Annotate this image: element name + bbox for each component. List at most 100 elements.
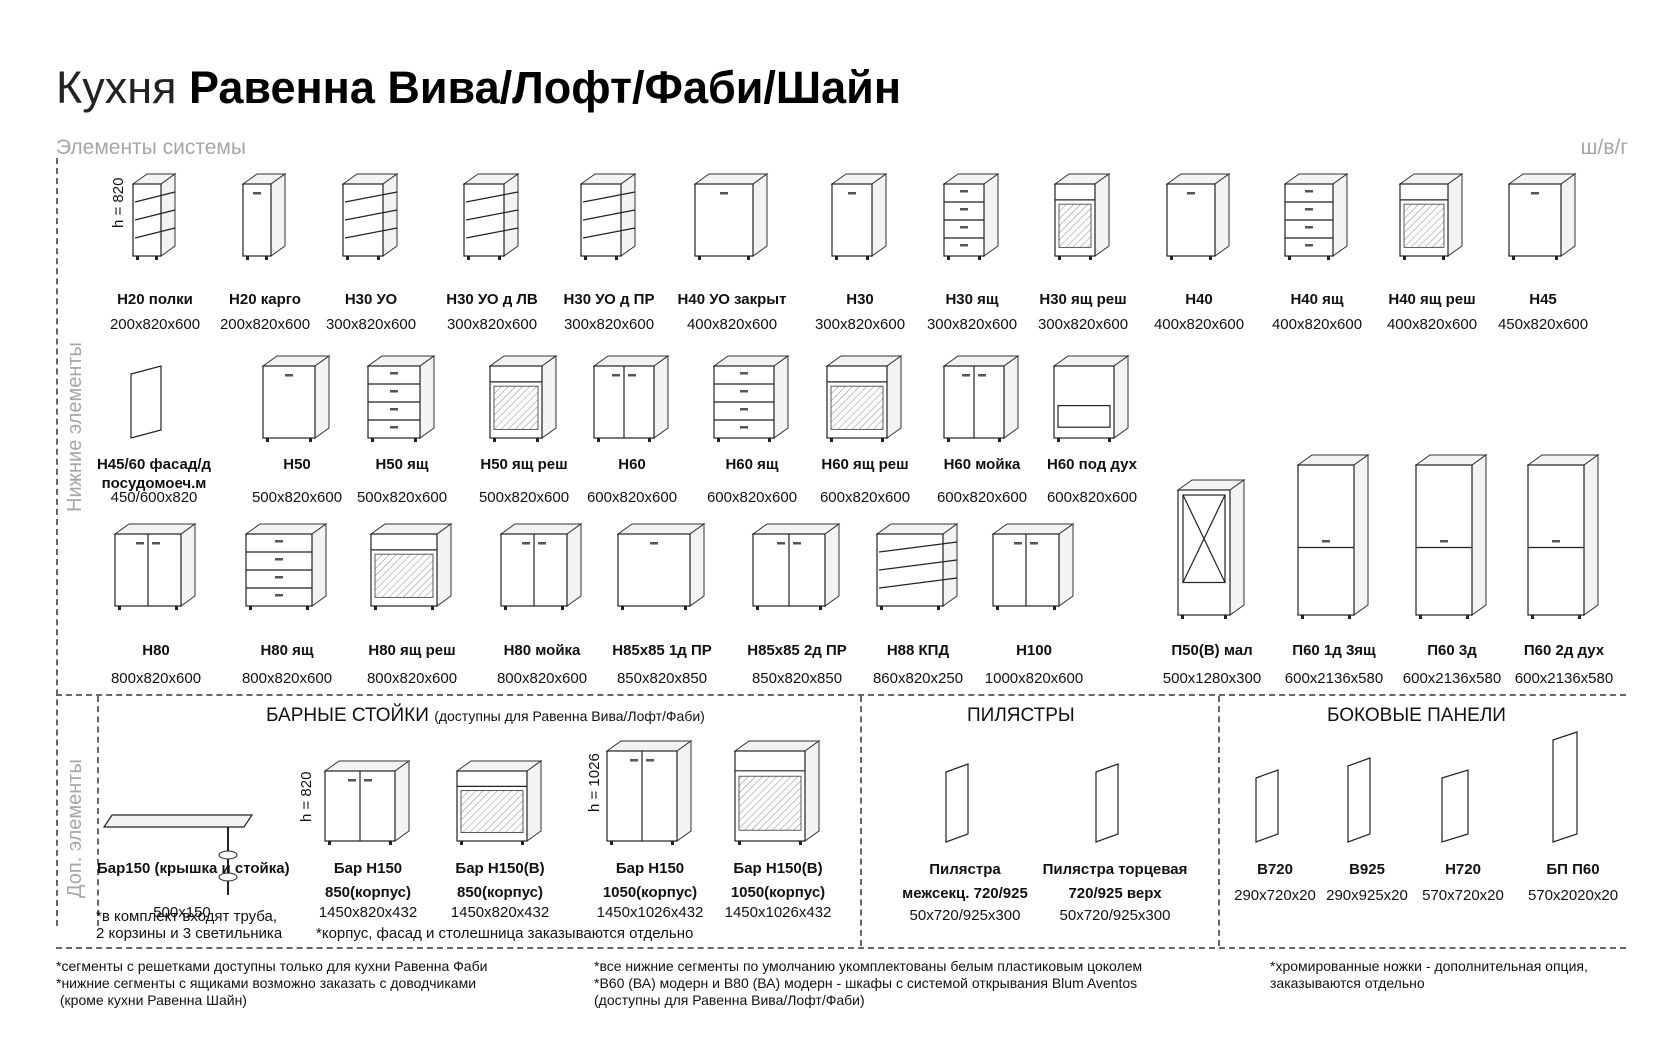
item-size: 300х820х600: [926, 316, 1018, 333]
item-size: 600х820х600: [1046, 489, 1138, 506]
cabinet-drawing: [455, 760, 543, 845]
bar-section-title: БАРНЫЕ СТОЙКИ (доступны для Равенна Вива…: [266, 705, 705, 727]
bar-kit-note: *в комплект входят труба, 2 корзины и 3 …: [96, 908, 283, 942]
item-name: Н720: [1445, 861, 1481, 878]
item-size: 600х2136х580: [1402, 670, 1502, 687]
cabinet-drawing: [1095, 763, 1119, 843]
extra-item: Бар Н150(В) 1050(корпус)1450х1026х432: [713, 737, 843, 921]
cabinet-drawing: [733, 740, 821, 845]
item-name: Н60: [618, 456, 646, 473]
cabinet-drawing: [1052, 355, 1130, 442]
extra-item: Бар150 (крышка и стойка)500х150: [97, 807, 290, 921]
item-size: 400х820х600: [1271, 316, 1363, 333]
item-size: 500х150: [153, 904, 211, 921]
cabinet-drawing: [1255, 769, 1279, 843]
cabinet-drawing: [1296, 454, 1370, 619]
catalog-item: Н30 ящ 300х820х600: [917, 170, 1027, 333]
cabinet-drawing: [1414, 454, 1488, 619]
cabinet-drawing: [693, 173, 769, 260]
cabinet-drawing: [712, 355, 790, 442]
item-name: П50(В) мал: [1171, 642, 1253, 659]
cabinet-drawing: [616, 523, 706, 610]
item-name: Н20 полки: [117, 291, 193, 308]
bar-order-note: *корпус, фасад и столешница заказываются…: [316, 925, 694, 942]
title-light: Кухня: [56, 62, 177, 113]
item-name: П60 2д дух: [1523, 642, 1605, 659]
item-size: 500х820х600: [478, 489, 570, 506]
item-name: Бар Н150(В) 1050(корпус): [730, 860, 826, 901]
item-size: 600х820х600: [936, 489, 1028, 506]
cabinet-drawing: [942, 173, 1000, 260]
item-name: Н30 УО д ЛВ: [446, 291, 538, 308]
footnote-col3: *хромированные ножки - дополнительная оп…: [1270, 958, 1588, 991]
cabinet-drawing: [1552, 731, 1578, 843]
item-name: Н40 ящ реш: [1388, 291, 1476, 308]
cabinet-drawing: [942, 355, 1020, 442]
item-size: 50х720/925х300: [909, 907, 1021, 924]
item-size: 570х2020х20: [1527, 887, 1619, 904]
extra-elements-label: Доп. элементы: [64, 759, 86, 898]
bar-pilaster-divider: [860, 696, 862, 946]
item-name: БП П60: [1546, 861, 1600, 878]
extra-item: Бар Н150 1050(корпус)1450х1026х432: [585, 737, 715, 921]
item-size: 800х820х600: [241, 670, 333, 687]
item-size: 450х820х600: [1497, 316, 1589, 333]
item-name: Н30 ящ: [945, 291, 999, 308]
item-size: 850х820х850: [751, 670, 843, 687]
item-size: 860х820х250: [872, 670, 964, 687]
item-size: 600х2136х580: [1284, 670, 1384, 687]
cabinet-drawing: [1347, 757, 1371, 843]
cabinet-drawing: [366, 355, 436, 442]
cabinet-drawing: [488, 355, 558, 442]
item-size: 290х925х20: [1326, 887, 1408, 904]
section-divider: [56, 694, 1626, 696]
item-name: Н60 ящ реш: [821, 456, 909, 473]
pilaster-panel-divider: [1218, 696, 1220, 946]
item-size: 200х820х600: [109, 316, 201, 333]
cabinet-drawing: [751, 523, 841, 610]
cabinet-drawing: [369, 523, 453, 610]
item-name: Н80: [142, 642, 170, 659]
item-size: 600х820х600: [586, 489, 678, 506]
item-name: Н80 ящ: [260, 642, 314, 659]
item-name: В720: [1257, 861, 1293, 878]
item-name: Пилястра торцевая 720/925 верх: [1042, 861, 1188, 902]
item-name: Н60 ящ: [725, 456, 779, 473]
item-size: 500х1280х300: [1162, 670, 1262, 687]
item-name: Н30 ящ реш: [1039, 291, 1127, 308]
cabinet-drawing: [991, 523, 1075, 610]
dimensions-hint: ш/в/г: [1580, 136, 1628, 159]
item-name: Бар Н150 850(корпус): [324, 860, 412, 901]
item-name: Н20 карго: [229, 291, 301, 308]
catalog-item: П50(В) мал 500х1280х300: [1152, 476, 1272, 687]
item-size: 450/600х820: [110, 489, 198, 506]
cabinet-drawing: [1165, 173, 1231, 260]
bar-availability-note: (доступны для Равенна Вива/Лофт/Фаби): [434, 708, 705, 724]
item-size: 800х820х600: [366, 670, 458, 687]
catalog-item: Н80 ящ 800х820х600: [227, 520, 347, 687]
catalog-item: Н45 450х820х600: [1488, 170, 1598, 333]
bottom-divider: [56, 947, 1626, 949]
item-name: Н45: [1529, 291, 1557, 308]
cabinet-drawing: [323, 760, 411, 845]
bar-title: БАРНЫЕ СТОЙКИ: [266, 705, 429, 726]
footnote-col2: *все нижние сегменты по умолчанию укомпл…: [594, 958, 1143, 1008]
item-size: 300х820х600: [814, 316, 906, 333]
